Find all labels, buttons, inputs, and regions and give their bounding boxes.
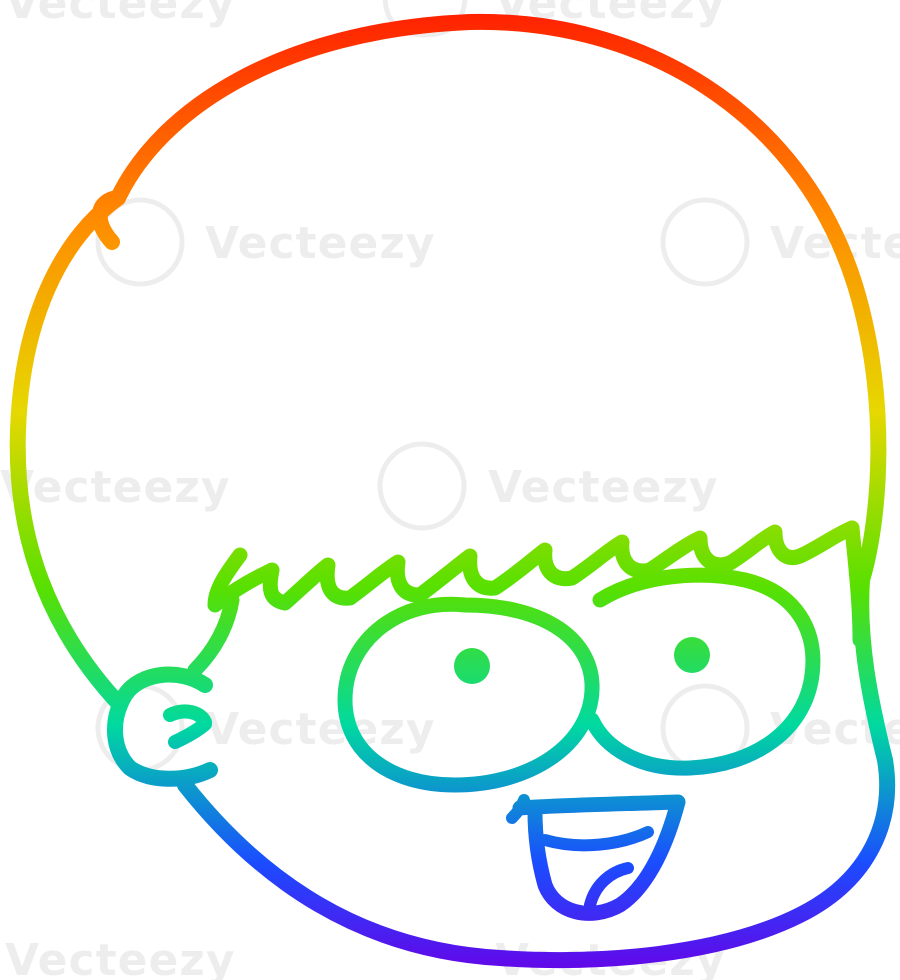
head-outline [91,13,896,969]
pupils [454,637,710,684]
watermark-row-1: Vecteezy Vecteezy [95,197,900,287]
watermark-text: Vecteezy [5,0,236,29]
hair-sideburn [187,592,240,678]
mouth-teeth [539,826,654,852]
watermark-text: Vecteezy [0,462,231,513]
mouth [506,794,686,921]
hair-fringe [207,520,860,613]
watermark-text: Vecteezy [5,935,236,980]
vecteezy-v-logo-icon [660,197,750,287]
head-outline-left [9,190,128,713]
watermark-text: Vecteezy [488,462,719,513]
tongue-line [584,862,634,911]
mouth-left-corner [506,794,530,824]
left-eye [337,596,600,793]
ear [107,666,218,787]
watermark-text: Vecteezy [205,218,436,269]
vecteezy-v-logo-icon [377,441,467,531]
mouth-smile [512,794,686,921]
hair-right-edge [844,520,868,648]
watermark-text: Vecteezy [205,704,436,755]
vecteezy-v-logo-icon [95,197,185,287]
ear-inner [163,704,212,749]
right-eye [584,567,821,776]
left-pupil [454,648,490,684]
right-pupil [674,637,710,673]
face-drawing [9,13,896,969]
watermark-row-2: Vecteezy Vecteezy [0,441,719,531]
watermark-top: Vecteezy Vecteezy [5,0,725,38]
